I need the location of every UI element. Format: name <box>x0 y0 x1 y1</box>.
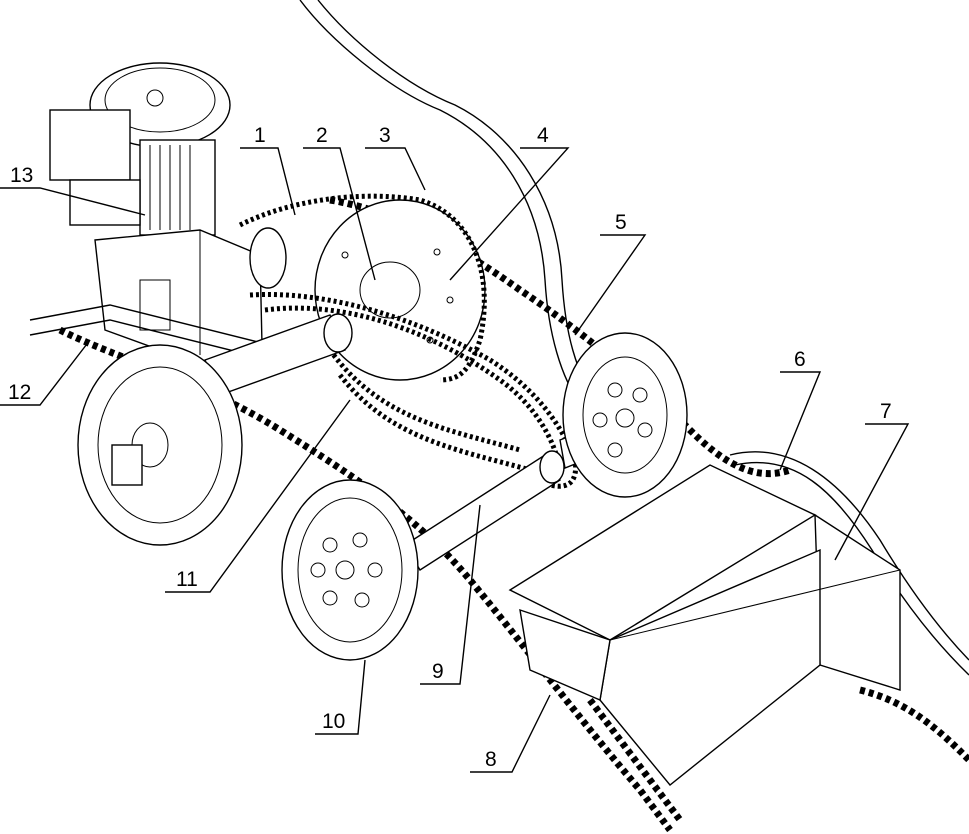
label-3: 3 <box>379 124 391 147</box>
label-9: 9 <box>432 660 444 683</box>
rear-wheel <box>281 479 419 661</box>
leader-lines <box>0 147 910 773</box>
guide-rail <box>299 0 969 676</box>
label-7: 7 <box>880 400 892 423</box>
label-5: 5 <box>615 211 627 234</box>
motor <box>49 62 231 236</box>
scraper-box <box>508 464 901 786</box>
transmission-chains <box>238 193 579 489</box>
label-2: 2 <box>316 124 328 147</box>
drag-chain <box>58 196 969 833</box>
label-1: 1 <box>254 124 266 147</box>
base-frame <box>29 304 291 366</box>
drive-sprocket <box>249 227 287 289</box>
part-labels: 1 2 3 4 5 6 7 8 9 10 11 12 13 <box>8 124 892 771</box>
label-6: 6 <box>794 348 806 371</box>
label-12: 12 <box>8 381 31 404</box>
driven-sprocket <box>314 199 486 381</box>
label-10: 10 <box>322 710 345 733</box>
left-sprocket-wheel <box>77 344 243 546</box>
label-13: 13 <box>10 164 33 187</box>
label-11: 11 <box>176 568 198 591</box>
label-8: 8 <box>485 748 497 771</box>
right-sprocket-wheel <box>562 332 688 498</box>
label-4: 4 <box>537 124 549 147</box>
